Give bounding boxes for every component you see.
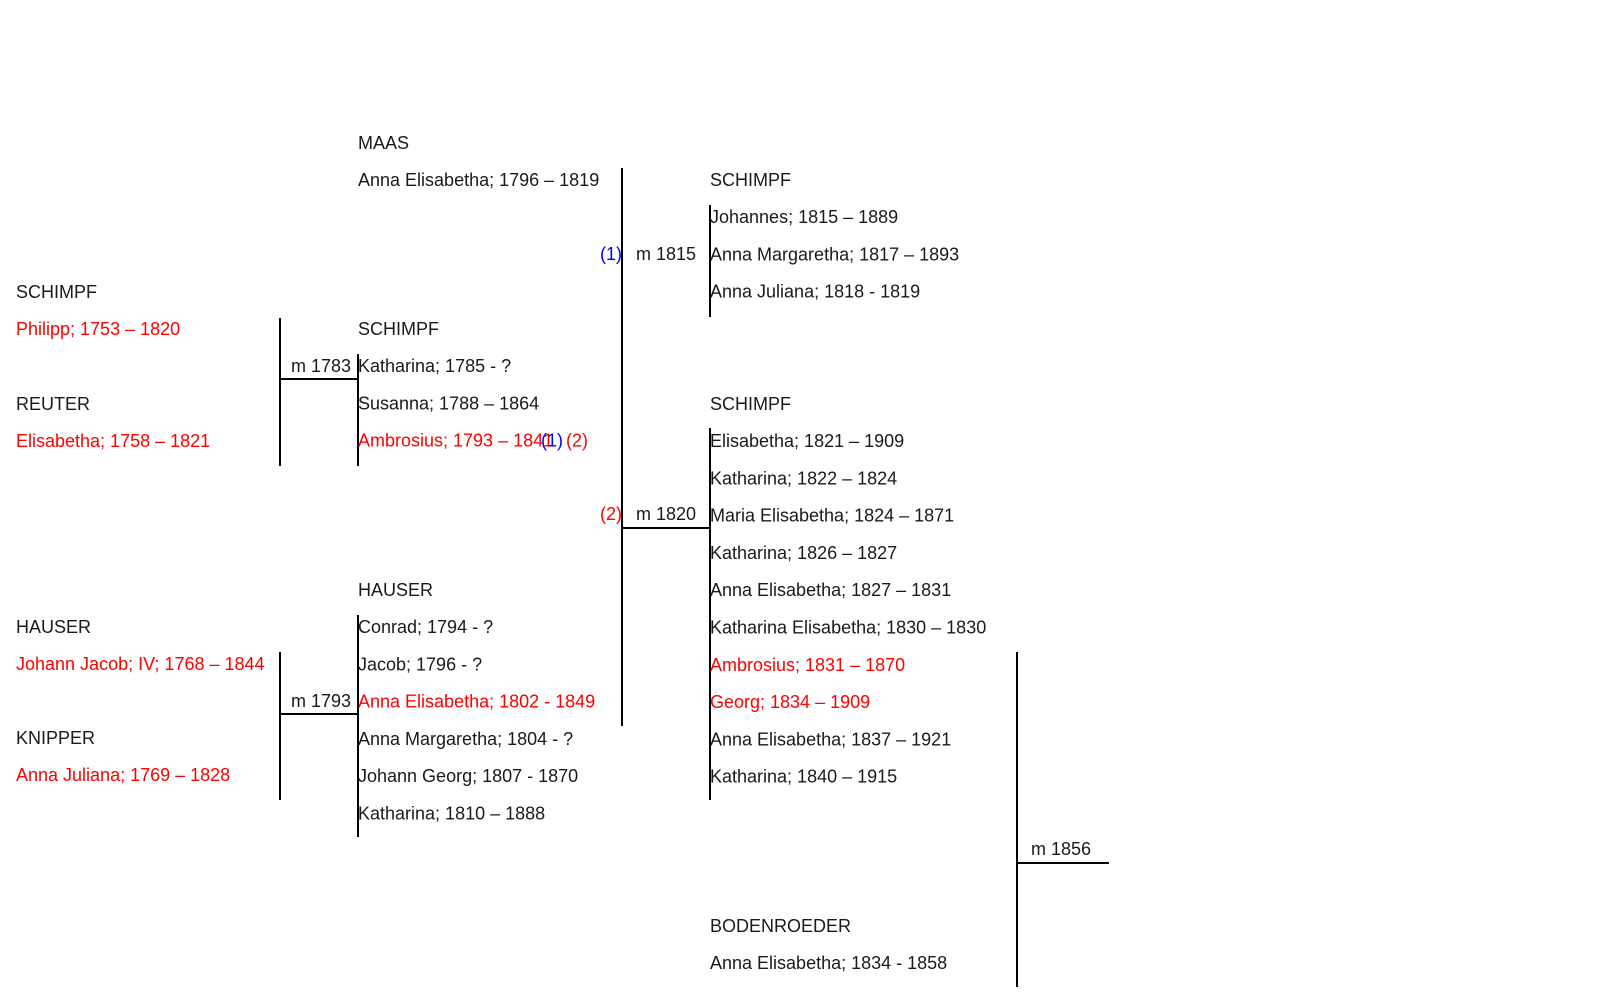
person-maas-anna-elisabetha: Anna Elisabetha; 1796 – 1819 (358, 170, 599, 190)
hauser-child-6: Katharina; 1810 – 1888 (358, 804, 545, 824)
family-name-first-marriage-children: SCHIMPF (710, 170, 791, 190)
schimpf-child-3: Ambrosius; 1793 – 1841 (358, 431, 553, 451)
first-marriage-child-2: Anna Margaretha; 1817 – 1893 (710, 244, 959, 264)
hauser-child-5: Johann Georg; 1807 - 1870 (358, 766, 578, 786)
marriage-label-1820: m 1820 (636, 504, 696, 524)
family-name-knipper: KNIPPER (16, 728, 95, 748)
hauser-child-1: Conrad; 1794 - ? (358, 617, 493, 637)
marker-first-marriage: (1) (600, 244, 622, 264)
marker-second-marriage: (2) (600, 504, 622, 524)
second-marriage-child-6: Katharina Elisabetha; 1830 – 1830 (710, 618, 986, 638)
second-marriage-child-5: Anna Elisabetha; 1827 – 1831 (710, 580, 951, 600)
marriage-label-1815: m 1815 (636, 244, 696, 264)
family-name-maas: MAAS (358, 133, 409, 153)
schimpf-child-2: Susanna; 1788 – 1864 (358, 393, 539, 413)
first-marriage-child-1: Johannes; 1815 – 1889 (710, 207, 898, 227)
second-marriage-child-8: Georg; 1834 – 1909 (710, 692, 870, 712)
family-name-bodenroeder: BODENROEDER (710, 916, 851, 936)
person-philipp: Philipp; 1753 – 1820 (16, 319, 180, 339)
connector-lines (279, 168, 1109, 987)
second-marriage-child-7: Ambrosius; 1831 – 1870 (710, 655, 905, 675)
schimpf-child-1: Katharina; 1785 - ? (358, 356, 511, 376)
person-elisabetha: Elisabetha; 1758 – 1821 (16, 431, 210, 451)
family-name-hauser: HAUSER (16, 617, 91, 637)
second-marriage-child-3: Maria Elisabetha; 1824 – 1871 (710, 506, 954, 526)
marriage-label-1793: m 1793 (291, 691, 351, 711)
family-name-schimpf-children: SCHIMPF (358, 319, 439, 339)
family-name-hauser-children: HAUSER (358, 580, 433, 600)
ambrosius-marker-second: (2) (566, 431, 588, 451)
hauser-child-3: Anna Elisabetha; 1802 - 1849 (358, 692, 595, 712)
first-marriage-child-3: Anna Juliana; 1818 - 1819 (710, 282, 920, 302)
hauser-child-4: Anna Margaretha; 1804 - ? (358, 729, 573, 749)
marriage-label-1856: m 1856 (1031, 839, 1091, 859)
gen1-couple-1783: SCHIMPF Philipp; 1753 – 1820 REUTER Elis… (16, 282, 210, 451)
second-marriage-child-2: Katharina; 1822 – 1824 (710, 468, 897, 488)
second-marriage-child-10: Katharina; 1840 – 1915 (710, 767, 897, 787)
second-marriage-child-1: Elisabetha; 1821 – 1909 (710, 431, 904, 451)
family-name-schimpf: SCHIMPF (16, 282, 97, 302)
hauser-children-list: Conrad; 1794 - ? Jacob; 1796 - ? Anna Elis… (358, 617, 595, 824)
family-name-reuter: REUTER (16, 394, 90, 414)
hauser-child-2: Jacob; 1796 - ? (358, 654, 482, 674)
person-anna-juliana: Anna Juliana; 1769 – 1828 (16, 765, 230, 785)
person-bodenroeder-anna-elisabetha: Anna Elisabetha; 1834 - 1858 (710, 953, 947, 973)
family-name-second-marriage-children: SCHIMPF (710, 394, 791, 414)
second-marriage-child-9: Anna Elisabetha; 1837 – 1921 (710, 729, 951, 749)
ambrosius-marker-first: (1) (541, 431, 563, 451)
schimpf-children-list: Katharina; 1785 - ? Susanna; 1788 – 1864A… (358, 356, 588, 451)
marriage-label-1783: m 1783 (291, 356, 351, 376)
gen1-couple-1793: HAUSER Johann Jacob; IV; 1768 – 1844 KNI… (16, 617, 265, 785)
person-johann-jacob-name: Johann Jacob; IV; 1768 – 1844 (16, 654, 265, 674)
second-marriage-child-4: Katharina; 1826 – 1827 (710, 543, 897, 563)
